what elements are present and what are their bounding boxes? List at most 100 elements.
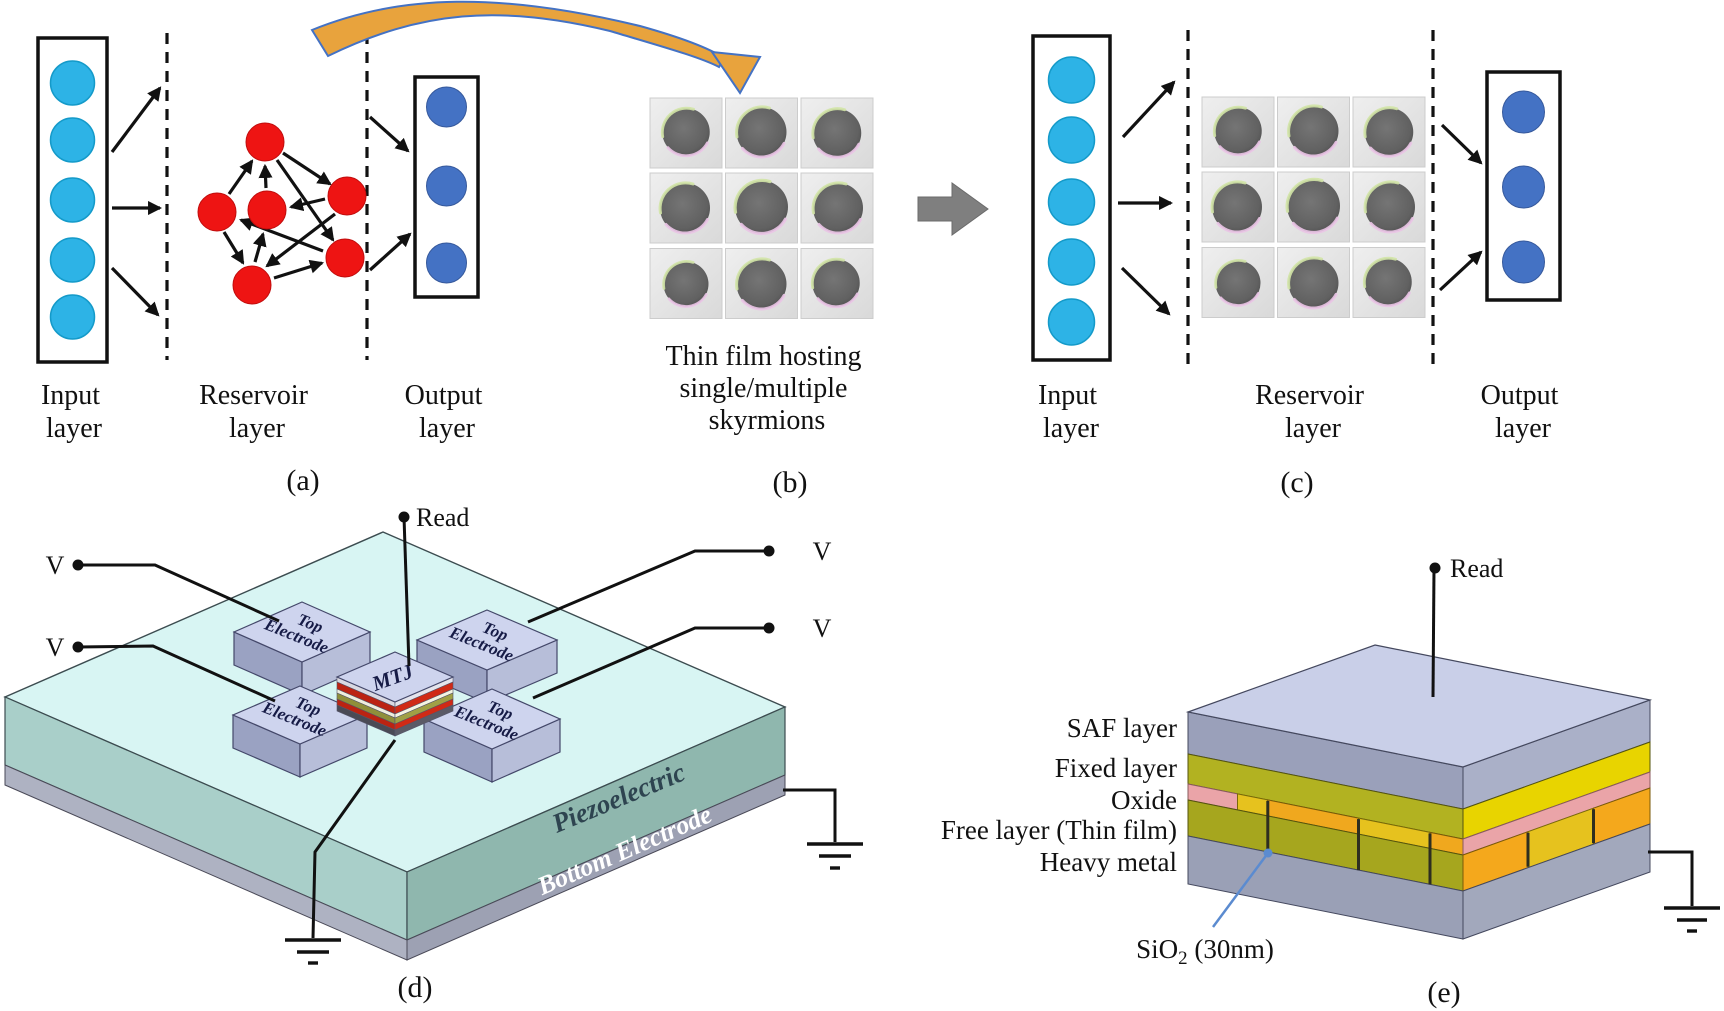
voltage-wire-sw (77, 644, 276, 703)
input-node (49, 237, 96, 283)
electrode-face (415, 609, 559, 671)
arrow (1120, 266, 1171, 316)
voltage-wire-ne (527, 549, 769, 624)
output-node (426, 165, 467, 207)
bottom-electrode-right-face (406, 774, 786, 961)
reservoir-node (232, 265, 272, 305)
ground-wire (1648, 850, 1694, 906)
saf-layer-label: SAF layer (1067, 713, 1177, 743)
reservoir-edge-arrow (273, 259, 325, 280)
input-node (1047, 298, 1096, 346)
sio2-label: SiO2 (30nm) (1136, 934, 1274, 969)
panel-c: Input layer Reservoir layer Output layer… (1031, 30, 1566, 499)
panel-d: Piezoelectric Bottom Electrode Top Elect… (3, 503, 863, 1004)
read-terminal-dot (398, 511, 410, 523)
reservoir-edge-arrow (239, 217, 324, 253)
input-to-reservoir-arrows (1118, 80, 1176, 316)
panel-a: Input layer Reservoir layer Output layer… (36, 33, 483, 497)
reservoir-layer-label: Reservoir layer (199, 380, 315, 444)
bottom-electrode-ground-wire (783, 788, 837, 842)
top-electrode-sw: Top Electrode (231, 685, 369, 778)
skyrmion-disk (735, 105, 788, 159)
skyrmion-disk (658, 181, 712, 235)
reservoir-nodes (197, 122, 367, 305)
output-node (426, 86, 467, 128)
skyrmion-disk (1212, 105, 1264, 157)
reservoir-edge-arrow (258, 163, 273, 189)
arrow (368, 232, 412, 272)
caption-b: (b) (773, 466, 808, 499)
ground-symbol-right (807, 842, 863, 870)
arrow (110, 266, 160, 317)
saf-layer-top-face (1185, 644, 1653, 768)
input-node (49, 294, 96, 340)
output-node (426, 242, 467, 284)
layer-labels-e: SAF layer Fixed layer Oxide Free layer (… (941, 713, 1177, 877)
skyrmion-disk (810, 257, 862, 309)
output-node (1502, 240, 1545, 284)
output-node (1502, 90, 1545, 134)
input-to-reservoir-arrows (110, 86, 163, 317)
skyrmion-disk (1214, 259, 1262, 307)
free-layer-label: Free layer (Thin film) (941, 815, 1177, 845)
input-node (1047, 116, 1096, 164)
reservoir-edge-arrow (227, 159, 254, 195)
curved-arrow-body (310, 0, 726, 69)
voltage-label: V (46, 633, 65, 662)
reservoir-node (247, 190, 287, 230)
oxide-layer-label: Oxide (1111, 785, 1177, 815)
reservoir-node (325, 238, 365, 278)
input-node (49, 117, 96, 163)
skyrmion-disk (811, 107, 863, 159)
sio2-pointer-line (1211, 852, 1270, 928)
mtj-top-face (335, 651, 455, 703)
input-node (1047, 238, 1096, 286)
reservoir-node (197, 192, 237, 232)
flow-right-arrow (917, 182, 989, 236)
panel-b: Thin film hosting single/multiple skyrmi… (649, 97, 989, 499)
skyrmion-disk (1287, 104, 1340, 158)
skyrmion-grid-c (1201, 96, 1426, 318)
wires-d (77, 516, 837, 939)
panel-e: Read SAF layer Fixed layer Oxide Free la… (941, 554, 1720, 1009)
arrow (1440, 123, 1483, 165)
ground-symbol-left (285, 938, 341, 965)
reservoir-to-output-arrows (368, 115, 412, 272)
reservoir-node (327, 176, 367, 216)
reservoir-edge-arrow (222, 231, 245, 265)
heavy-metal-label: Heavy metal (1040, 847, 1177, 877)
voltage-wire-se (532, 626, 769, 700)
output-node (1502, 165, 1545, 209)
mtj-layer-stripes-left (336, 676, 396, 737)
skyrmion-disk (1285, 177, 1342, 235)
skyrmion-disk (1363, 180, 1417, 234)
input-layer-label: Input layer (41, 380, 107, 444)
reservoir-edge-arrow (265, 212, 336, 268)
reservoir-layer-label: Reservoir layer (1255, 380, 1371, 444)
arrow (110, 86, 162, 153)
arrow (1121, 80, 1176, 139)
skyrmion-disk (733, 178, 790, 236)
caption-e: (e) (1427, 976, 1460, 1009)
output-layer-nodes (426, 86, 467, 284)
read-terminal-dot (1429, 562, 1441, 574)
input-layer-nodes (49, 60, 96, 340)
input-layer-label: Input layer (1038, 380, 1104, 444)
input-node (1047, 178, 1096, 226)
output-layer-label: Output layer (1481, 380, 1566, 444)
skyrmion-disk (1363, 106, 1415, 158)
voltage-label: V (46, 551, 65, 580)
voltage-label: V (813, 614, 832, 643)
read-wire (1431, 567, 1436, 698)
skyrmion-disk (660, 106, 712, 158)
fixed-layer-label: Fixed layer (1055, 753, 1177, 783)
caption-c: (c) (1280, 466, 1313, 499)
caption-a: (a) (286, 464, 319, 497)
reservoir-edges (222, 151, 336, 280)
voltage-label: V (813, 537, 832, 566)
input-node (49, 177, 96, 223)
input-layer-nodes (1047, 56, 1096, 346)
reservoir-edge-arrow (275, 159, 335, 242)
read-label: Read (416, 503, 469, 532)
